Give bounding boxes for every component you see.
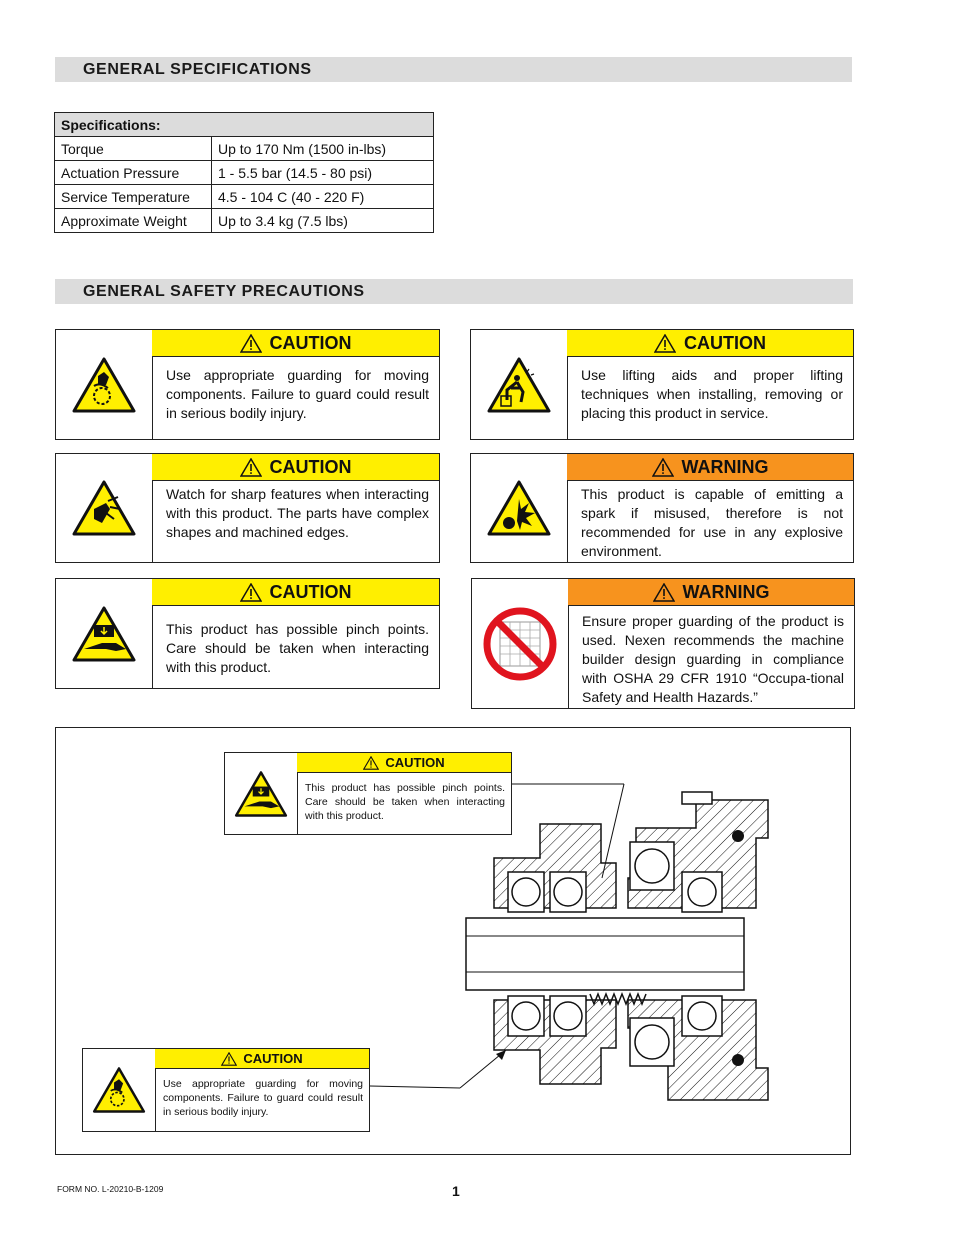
safety-section-title: GENERAL SAFETY PRECAUTIONS — [83, 283, 365, 300]
warning-triangle-icon — [363, 755, 380, 770]
safety-text: This product is capable of emitting a sp… — [581, 486, 843, 559]
safety-text: Watch for sharp features when interactin… — [166, 486, 429, 540]
safety-box-lifting: CAUTION Use lifting aids and proper lift… — [470, 329, 854, 440]
caution-header: CAUTION — [297, 753, 511, 773]
warning-triangle-icon — [221, 1051, 238, 1066]
caution-header: CAUTION — [567, 330, 853, 357]
safety-text: This product has possible pinch points. … — [166, 621, 429, 675]
caution-header: CAUTION — [152, 330, 439, 357]
spec-table-header: Specifications: — [54, 112, 434, 137]
warning-triangle-icon — [239, 582, 262, 602]
warning-triangle-icon — [239, 333, 262, 353]
specs-section-title: GENERAL SPECIFICATIONS — [83, 61, 312, 78]
lifting-icon — [471, 330, 568, 439]
form-number: FORM NO. L-20210-B-1209 — [57, 1184, 164, 1194]
moving-parts-icon — [56, 330, 153, 439]
pinch-point-icon — [56, 579, 153, 688]
diagram-callout-pinch-point: CAUTION This product has possible pinch … — [224, 752, 512, 835]
diagram-callout-moving-parts: CAUTION Use appropriate guarding for mov… — [82, 1048, 370, 1132]
sharp-edges-icon — [56, 454, 153, 562]
moving-parts-icon — [83, 1049, 156, 1131]
warning-header: WARNING — [567, 454, 853, 481]
safety-box-pinch-point: CAUTION This product has possible pinch … — [55, 578, 440, 689]
no-guard-removal-icon — [472, 579, 569, 708]
safety-text: Use lifting aids and proper lifting tech… — [581, 367, 843, 421]
explosion-icon — [471, 454, 568, 562]
cross-section-drawing — [369, 783, 769, 1101]
callout-text: This product has possible pinch points. … — [305, 782, 505, 822]
safety-box-explosion: WARNING This product is capable of emitt… — [470, 453, 854, 563]
caution-header: CAUTION — [155, 1049, 369, 1069]
warning-triangle-icon — [651, 457, 674, 477]
callout-text: Use appropriate guarding for moving comp… — [163, 1078, 363, 1118]
caution-header: CAUTION — [152, 579, 439, 606]
safety-box-sharp-edges: CAUTION Watch for sharp features when in… — [55, 453, 440, 563]
warning-triangle-icon — [652, 582, 675, 602]
warning-header: WARNING — [568, 579, 854, 606]
specs-section-bar: GENERAL SPECIFICATIONS — [55, 57, 852, 82]
warning-triangle-icon — [239, 457, 262, 477]
product-cross-section-diagram: CAUTION This product has possible pinch … — [55, 727, 851, 1155]
safety-box-moving-parts: CAUTION Use appropriate guarding for mov… — [55, 329, 440, 440]
safety-text: Ensure proper guarding of the product is… — [582, 613, 844, 705]
page-number: 1 — [452, 1183, 460, 1199]
safety-text: Use appropriate guarding for moving comp… — [166, 367, 429, 421]
safety-section-bar: GENERAL SAFETY PRECAUTIONS — [55, 279, 853, 304]
safety-box-guarding: WARNING Ensure proper guarding of the pr… — [471, 578, 855, 709]
caution-header: CAUTION — [152, 454, 439, 481]
pinch-point-icon — [225, 753, 298, 834]
warning-triangle-icon — [654, 333, 676, 353]
